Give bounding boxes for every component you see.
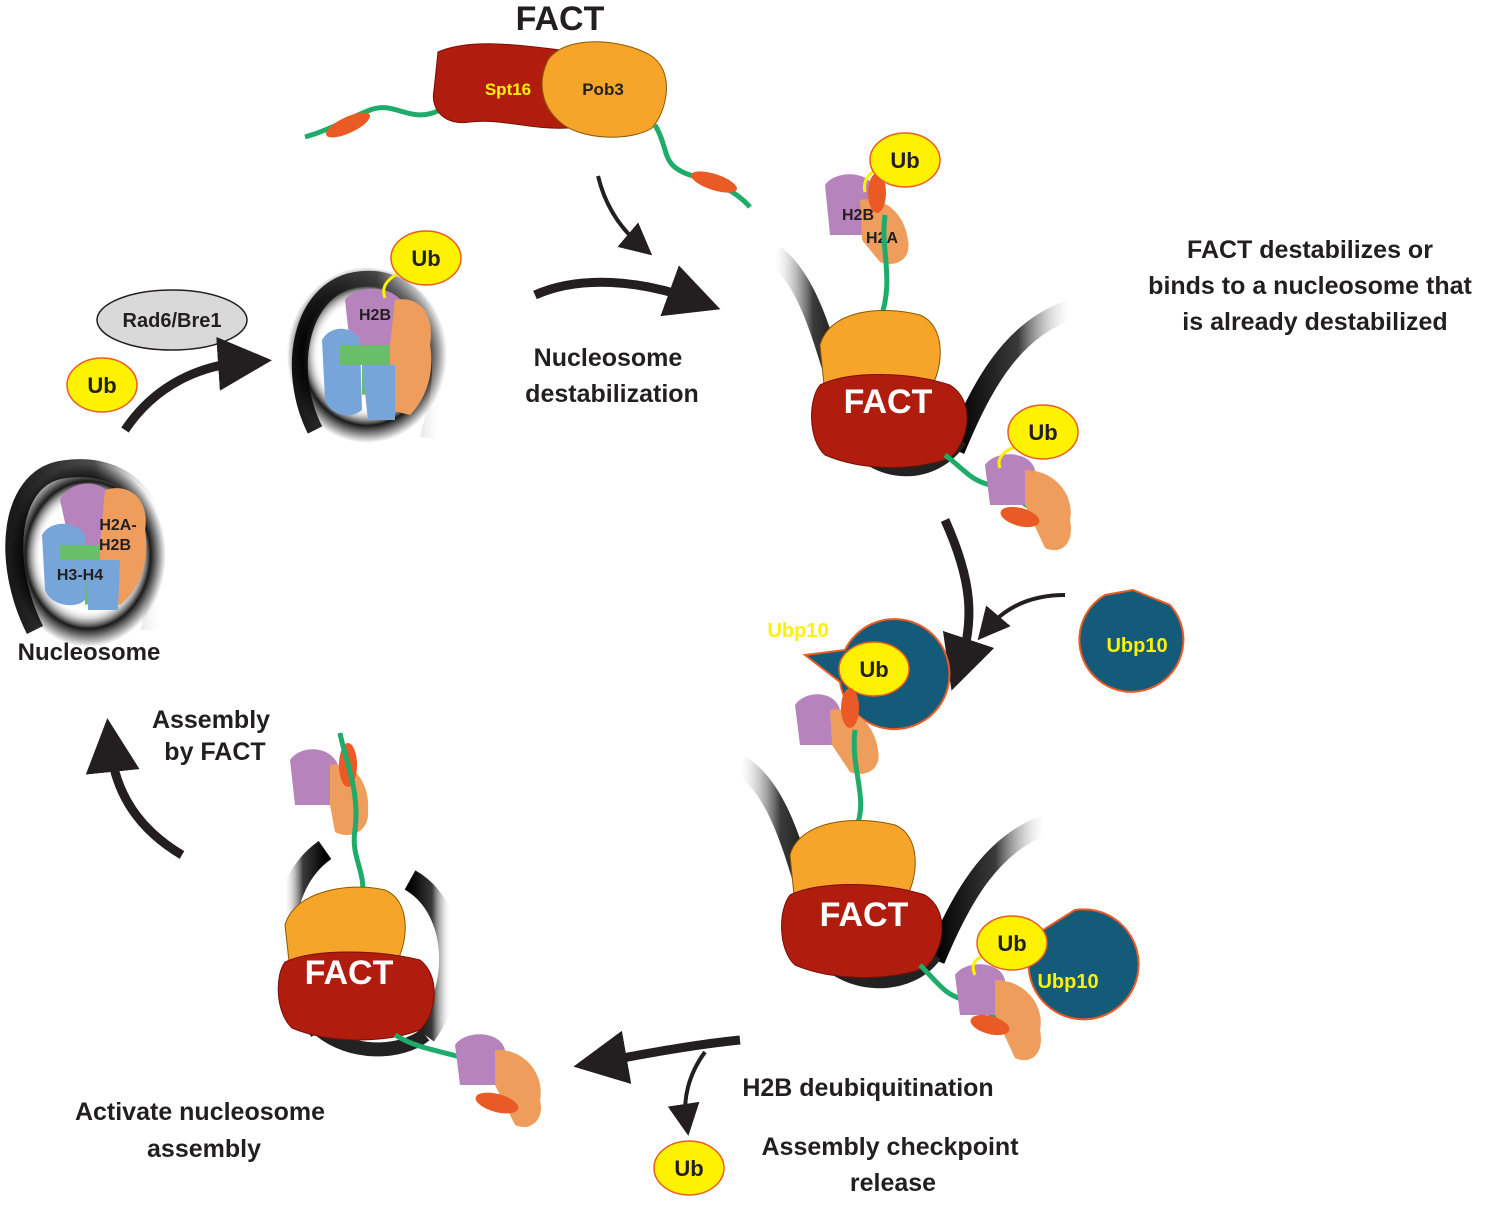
fact-binds-label-3: is already destabilized xyxy=(1182,308,1447,336)
h2b-histone xyxy=(985,454,1035,505)
ub-free-left-label: Ub xyxy=(87,373,116,398)
checkpoint-label-2: release xyxy=(850,1169,936,1197)
h2b-histone xyxy=(290,749,338,805)
spt16-label: Spt16 xyxy=(485,80,531,99)
h2b-histone xyxy=(955,964,1005,1015)
fact-label: FACT xyxy=(844,383,933,421)
fact-left-linker xyxy=(304,105,442,140)
dna-arm-right xyxy=(404,870,462,1042)
ub-free-left xyxy=(66,357,138,413)
h3-histone xyxy=(42,523,85,606)
ubiquitination-step: Rad6/Bre1 Ub xyxy=(66,289,272,433)
arrow-deubiquitination xyxy=(573,1030,741,1084)
arrow-assembly xyxy=(85,718,185,859)
ub-bottom-label: Ub xyxy=(1028,420,1057,445)
arrow-fact-binding xyxy=(596,175,653,256)
ub-top xyxy=(869,132,941,188)
pob3-label: Pob3 xyxy=(582,80,624,99)
ubp10-top-label: Ubp10 xyxy=(767,620,828,642)
ub-attached xyxy=(390,230,462,286)
ubp10-bottom-label: Ubp10 xyxy=(1037,971,1098,993)
rad6-bre1-label: Rad6/Bre1 xyxy=(123,310,222,332)
arrow-ubp10-recruitment xyxy=(940,518,995,691)
activate-label-1: Activate nucleosome xyxy=(75,1098,325,1126)
checkpoint-label-1: Assembly checkpoint xyxy=(761,1133,1019,1161)
h2a-histone xyxy=(1025,470,1071,551)
fact-domain-top xyxy=(868,173,886,213)
destabilization-label-1: Nucleosome xyxy=(534,344,683,372)
assembly-label-1: Assembly xyxy=(152,706,270,734)
fact-binds-label-1: FACT destabilizes or xyxy=(1187,236,1433,264)
fact-label: FACT xyxy=(820,896,909,934)
nucleosome-label: Nucleosome xyxy=(18,639,161,666)
ubp10-free: Ubp10 xyxy=(1078,588,1185,693)
nucleosome-ubiquitinated: H2B Ub xyxy=(287,230,462,443)
h2a-histone xyxy=(995,980,1041,1061)
fact-left-domain xyxy=(325,112,371,138)
h3-h4-label: H3-H4 xyxy=(57,567,103,584)
h2a-h2b-label-1: H2A- xyxy=(99,517,136,534)
ub-bottom xyxy=(1007,404,1079,460)
ubp10-free-label: Ubp10 xyxy=(1106,635,1167,657)
h2b-histone xyxy=(455,1034,505,1085)
h3-histone-2 xyxy=(85,560,120,610)
destabilization-label-2: destabilization xyxy=(525,380,699,408)
ub-top xyxy=(838,641,910,697)
arrow-destabilization xyxy=(533,265,721,317)
h3-histone xyxy=(322,328,362,416)
ub-released xyxy=(653,1140,725,1196)
h2a-h2b-label-2: H2B xyxy=(99,537,131,554)
ub-top-label: Ub xyxy=(859,657,888,682)
ub-attached-label: Ub xyxy=(411,246,440,271)
h2b-label: H2B xyxy=(842,207,874,224)
spt16-subunit xyxy=(277,951,435,1041)
h3-histone-2 xyxy=(362,365,395,420)
fact-domain-bottom xyxy=(1000,506,1040,528)
dna-arm-right xyxy=(925,815,1049,964)
fact-label: FACT xyxy=(305,954,394,992)
nucleosome-initial: H2A- H2B H3-H4 Nucleosome xyxy=(5,459,170,666)
activate-label-2: assembly xyxy=(147,1135,261,1163)
fact-binds-label-2: binds to a nucleosome that xyxy=(1148,272,1472,300)
pob3-subunit xyxy=(541,41,667,138)
ub-top-label: Ub xyxy=(890,148,919,173)
arrow-ubp10-small xyxy=(977,593,1066,641)
h2b-histone xyxy=(795,694,840,745)
ubp10-enzyme xyxy=(1078,588,1185,693)
arrow-ubiquitination xyxy=(121,336,272,433)
ub-released-label: Ub xyxy=(674,1156,703,1181)
spt16-subunit xyxy=(432,43,569,129)
fact-right-linker xyxy=(652,123,752,209)
fact-bound-nucleosome: H2B H2A Ub FACT Ub xyxy=(768,132,1079,551)
fact-assembly-complex: FACT xyxy=(273,732,541,1128)
pob3-subunit xyxy=(819,310,941,396)
fact-right-domain xyxy=(691,171,737,193)
h2a-histone xyxy=(495,1049,541,1128)
fact-ubp10-complex: Ubp10 Ub FACT Ubp10 Ub xyxy=(734,618,1140,1061)
arrow-ub-release xyxy=(667,1050,707,1136)
fact-title: FACT xyxy=(516,0,605,38)
free-fact-complex: FACT Spt16 Pob3 xyxy=(304,0,752,209)
pob3-subunit xyxy=(284,886,406,971)
h2a-histone xyxy=(390,299,432,415)
pob3-subunit xyxy=(789,820,916,906)
ub-bottom-label: Ub xyxy=(997,931,1026,956)
rad6-bre1-enzyme xyxy=(96,289,248,351)
assembly-label-2: by FACT xyxy=(164,738,265,766)
h2a-histone xyxy=(330,764,369,836)
ubp10-enzyme xyxy=(1027,908,1140,1021)
deubiquitination-label: H2B deubiquitination xyxy=(742,1074,993,1102)
h2b-label: H2B xyxy=(359,307,391,324)
ub-bottom xyxy=(976,915,1048,971)
h2b-histone xyxy=(345,288,400,345)
